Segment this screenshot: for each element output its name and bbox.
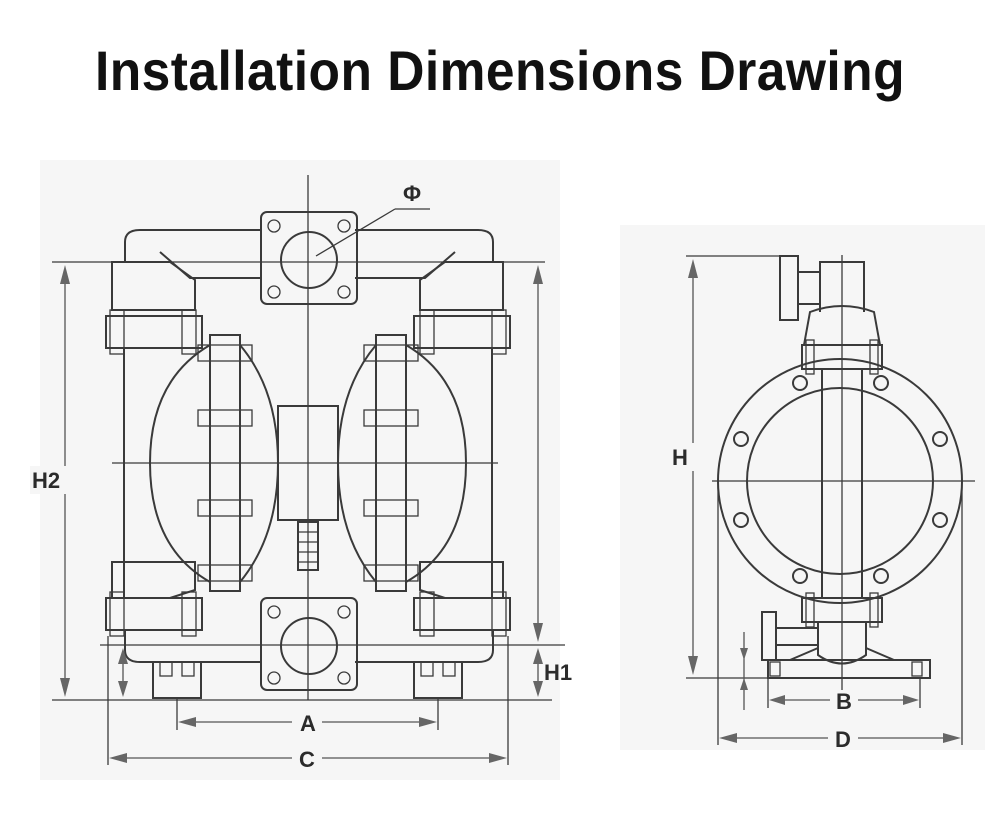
right-elbow-bottom xyxy=(419,561,504,599)
h-label: H xyxy=(672,445,688,470)
muffler xyxy=(297,521,319,571)
side-base xyxy=(767,659,931,679)
h2-label: H2 xyxy=(32,468,60,493)
h1-label: H1 xyxy=(544,660,572,685)
side-view: H B D xyxy=(668,255,975,752)
right-clamp-ring xyxy=(375,334,407,592)
right-chamber xyxy=(405,344,468,583)
side-ring-bolts xyxy=(733,375,948,584)
phi-leader xyxy=(315,208,396,257)
bottom-manifold xyxy=(124,630,494,663)
d-label: D xyxy=(835,727,851,752)
left-clamp-ring xyxy=(209,334,241,592)
b-label: B xyxy=(836,689,852,714)
left-elbow-bottom xyxy=(111,561,196,599)
right-lower-flange xyxy=(413,597,511,631)
side-inner-ring xyxy=(746,387,934,575)
side-upper-flange xyxy=(801,344,883,370)
right-upper-flange xyxy=(413,315,511,349)
front-view-panel xyxy=(40,160,560,780)
side-view-panel xyxy=(620,225,985,750)
top-manifold xyxy=(124,229,494,262)
inlet-flange xyxy=(260,597,358,691)
page-title: Installation Dimensions Drawing xyxy=(94,39,906,102)
left-chamber xyxy=(148,344,211,583)
front-view: Φ H2 H1 A C xyxy=(30,175,572,772)
center-body xyxy=(277,405,339,521)
phi-label: Φ xyxy=(403,181,421,206)
side-lower-flange xyxy=(801,597,883,623)
side-upper-elbow xyxy=(802,305,882,346)
left-upper-flange xyxy=(105,315,203,349)
outlet-flange xyxy=(260,211,358,305)
a-label: A xyxy=(300,711,316,736)
side-lower-elbow xyxy=(817,622,867,665)
c-label: C xyxy=(299,747,315,772)
top-manifold-inner xyxy=(159,251,456,279)
left-lower-flange xyxy=(105,597,203,631)
